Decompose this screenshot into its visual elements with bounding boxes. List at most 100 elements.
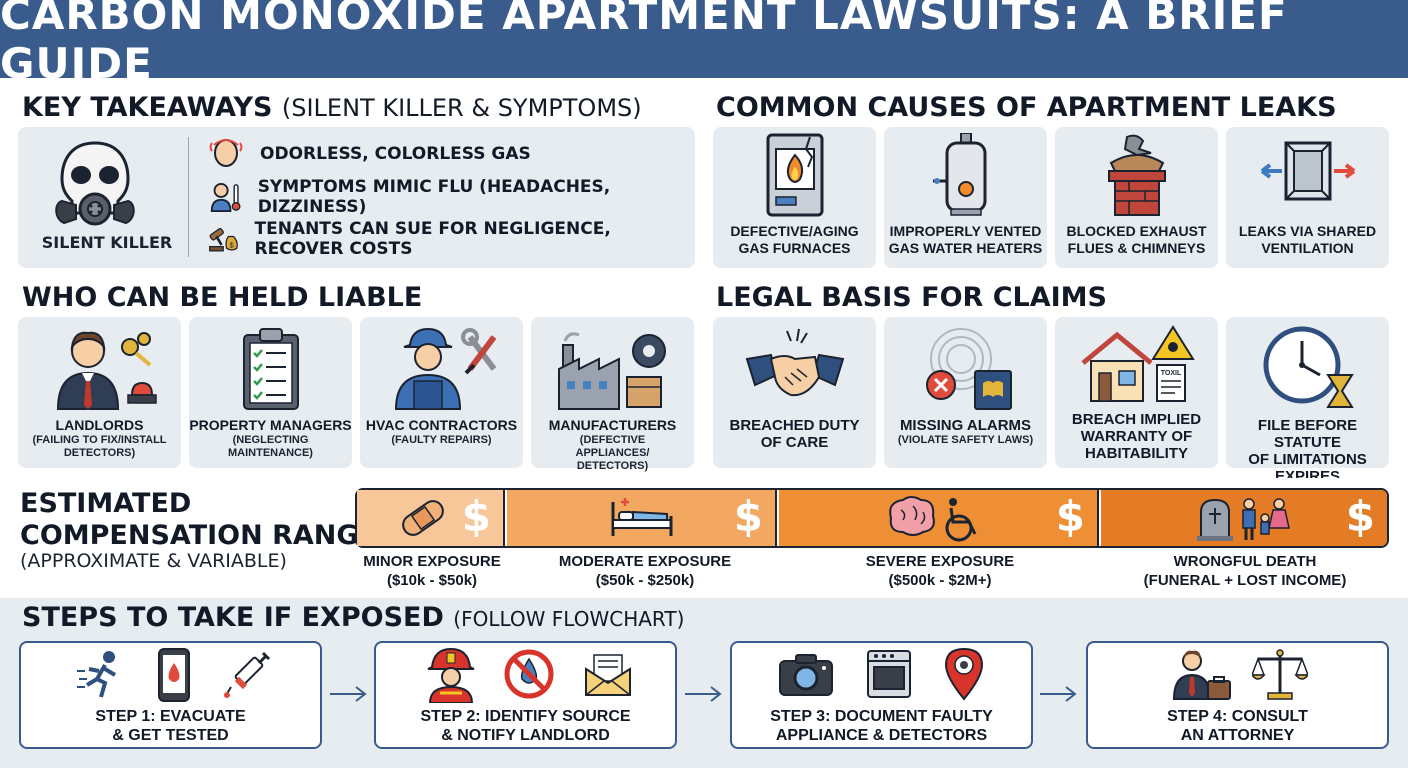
flow-arrow-icon — [330, 686, 367, 702]
liable-heading: WHO CAN BE HELD LIABLE — [22, 282, 423, 313]
tier-label-minor: MINOR EXPOSURE($10k - $50k) — [363, 553, 501, 589]
skull-gasmask-icon — [55, 141, 135, 226]
tier-label-severe: SEVERE EXPOSURE($500k - $2M+) — [865, 553, 1015, 589]
legal-label: MISSING ALARMS (VIOLATE SAFETY LAWS) — [897, 417, 1034, 446]
tier-minor-seg: $ — [357, 490, 505, 546]
contractor-icon — [394, 327, 496, 410]
key-takeaways-card: SILENT KILLER ODORLESS, COLORLESS GAS SY… — [18, 127, 695, 268]
brain-wheelchair-icon — [889, 496, 977, 542]
step-label: STEP 1: EVACUATE& GET TESTED — [95, 708, 246, 744]
attorney-icon — [1172, 650, 1231, 700]
compensation-heading: ESTIMATED COMPENSATION RANGES — [20, 488, 397, 551]
svg-text:$: $ — [230, 240, 235, 249]
tier-severe-seg: $ — [779, 490, 1099, 546]
alarm-icon — [925, 328, 1012, 410]
house-warning-icon: TOXIL — [1080, 325, 1195, 402]
compensation-subtitle: (APPROXIMATE & VARIABLE) — [20, 550, 287, 572]
factory-icon — [557, 332, 666, 410]
step-label: STEP 2: IDENTIFY SOURCE& NOTIFY LANDLORD — [420, 708, 631, 744]
clipboard-icon — [242, 328, 299, 410]
liable-card-landlords: LANDLORDS (FAILING TO FIX/INSTALL DETECT… — [18, 317, 181, 468]
camera-icon — [779, 654, 833, 696]
sick-person-icon — [210, 182, 241, 212]
title-bar: CARBON MONOXIDE APARTMENT LAWSUITS: A BR… — [0, 0, 1408, 88]
dollar-icon: $ — [1345, 492, 1375, 541]
running-person-icon — [77, 651, 117, 698]
no-leak-icon — [504, 649, 554, 699]
scales-icon — [1252, 649, 1308, 700]
takeaway-text: ODORLESS, COLORLESS GAS — [260, 144, 531, 164]
liable-card-manufacturers: MANUFACTURERS (DEFECTIVE APPLIANCES/ DET… — [531, 317, 694, 472]
legal-card-alarms: MISSING ALARMS (VIOLATE SAFETY LAWS) — [884, 317, 1047, 468]
chimney-icon — [1107, 134, 1166, 216]
divider — [188, 137, 189, 257]
liable-card-property-managers: PROPERTY MANAGERS (NEGLECTING MAINTENANC… — [189, 317, 352, 468]
handshake-icon — [745, 328, 844, 397]
head-icon — [209, 139, 243, 167]
tier-death-seg: $ — [1101, 490, 1387, 546]
takeaway-text: TENANTS CAN SUE FOR NEGLIGENCE, RECOVER … — [254, 219, 611, 259]
liable-label: PROPERTY MANAGERS (NEGLECTING MAINTENANC… — [189, 417, 352, 459]
svg-text:TOXIL: TOXIL — [1160, 370, 1181, 377]
liable-card-hvac: HVAC CONTRACTORS (FAULTY REPAIRS) — [360, 317, 523, 468]
silent-killer-label: SILENT KILLER — [41, 233, 173, 252]
grave-family-icon — [1197, 498, 1290, 541]
location-pin-icon — [944, 647, 984, 701]
phone-blood-icon — [158, 648, 190, 702]
envelope-icon — [585, 654, 631, 696]
hospital-bed-icon — [611, 498, 673, 536]
liable-label: LANDLORDS (FAILING TO FIX/INSTALL DETECT… — [32, 417, 167, 459]
tier-label-death: WRONGFUL DEATH(FUNERAL + LOST INCOME) — [1143, 553, 1347, 589]
tier-label-moderate: MODERATE EXPOSURE($50k - $250k) — [558, 553, 732, 589]
takeaway-item-3: $ TENANTS CAN SUE FOR NEGLIGENCE, RECOVE… — [208, 219, 695, 259]
liable-label: MANUFACTURERS (DEFECTIVE APPLIANCES/ DET… — [548, 417, 677, 472]
syringe-icon — [224, 651, 271, 698]
flow-arrow-icon — [1040, 686, 1077, 702]
water-heater-icon — [932, 133, 986, 216]
oven-icon — [867, 650, 911, 698]
liable-label: HVAC CONTRACTORS (FAULTY REPAIRS) — [365, 417, 518, 446]
takeaway-item-1: ODORLESS, COLORLESS GAS — [208, 137, 531, 171]
flow-arrow-icon — [685, 686, 722, 702]
dollar-icon: $ — [733, 492, 763, 541]
furnace-icon — [766, 133, 823, 217]
takeaway-item-2: SYMPTOMS MIMIC FLU (HEADACHES, DIZZINESS… — [208, 177, 695, 217]
steps-heading: STEPS TO TAKE IF EXPOSED (FOLLOW FLOWCHA… — [22, 602, 685, 633]
clock-icon — [1263, 326, 1354, 408]
key-takeaways-subtitle: (SILENT KILLER & SYMPTOMS) — [281, 94, 642, 122]
vent-icon — [1260, 141, 1355, 201]
causes-heading: COMMON CAUSES OF APARTMENT LEAKS — [716, 92, 1337, 123]
step-2: STEP 2: IDENTIFY SOURCE& NOTIFY LANDLORD — [374, 641, 677, 749]
dollar-icon: $ — [1055, 492, 1085, 541]
dollar-icon: $ — [461, 492, 491, 541]
legal-heading: LEGAL BASIS FOR CLAIMS — [716, 282, 1107, 313]
page-title: CARBON MONOXIDE APARTMENT LAWSUITS: A BR… — [0, 0, 1288, 88]
key-takeaways-title: KEY TAKEAWAYS — [22, 92, 273, 123]
compensation-bar — [355, 488, 1389, 548]
firefighter-icon — [427, 647, 475, 703]
tier-moderate-seg: $ — [507, 490, 777, 546]
landlord-icon — [56, 331, 157, 410]
step-1: STEP 1: EVACUATE& GET TESTED — [19, 641, 322, 749]
takeaway-text: SYMPTOMS MIMIC FLU (HEADACHES, DIZZINESS… — [257, 177, 611, 217]
gavel-money-icon: $ — [209, 227, 238, 252]
key-takeaways-heading: KEY TAKEAWAYS (SILENT KILLER & SYMPTOMS) — [22, 92, 642, 123]
